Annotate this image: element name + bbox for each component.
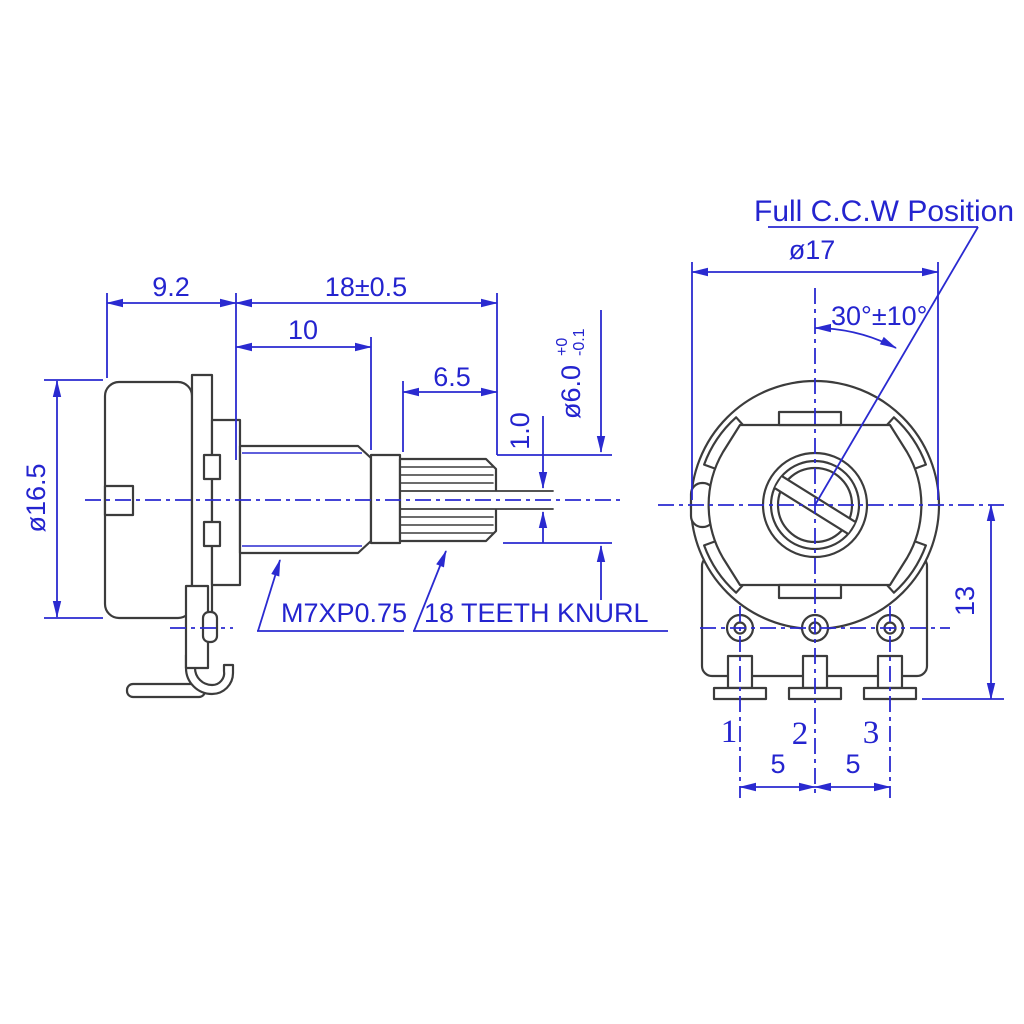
hub-step-lower xyxy=(202,520,222,548)
cover-tab-bottom xyxy=(777,583,843,600)
label-shaft-dia: ø6.0 xyxy=(556,365,586,419)
terminal-lug-side xyxy=(201,610,219,644)
label-shaft-tol-plus: +0 xyxy=(554,338,571,356)
side-view-outline xyxy=(103,373,554,699)
label-shaft-tol-minus: -0.1 xyxy=(571,328,588,356)
label-terminal-height-group: 13 xyxy=(950,586,980,616)
label-ccw-position: Full C.C.W Position xyxy=(754,195,1014,228)
ccw-leader xyxy=(814,226,979,506)
label-pin-1: 1 xyxy=(721,714,738,750)
label-knurl-spec: 18 TEETH KNURL xyxy=(424,598,649,628)
label-rotation-angle: 30°±10° xyxy=(831,301,927,331)
angle-dim-arc xyxy=(814,323,897,349)
label-bushing-length: 10 xyxy=(288,315,318,345)
label-pitch-right: 5 xyxy=(845,749,860,779)
thread-crest-lines xyxy=(242,452,362,547)
label-shaft-length: 18±0.5 xyxy=(325,272,407,302)
centerlines xyxy=(85,288,1005,798)
label-body-dia: ø16.5 xyxy=(21,463,51,532)
label-pitch-left: 5 xyxy=(770,749,785,779)
label-terminal-height: 13 xyxy=(950,586,980,616)
knurl-teeth-lines xyxy=(400,466,494,534)
label-shaft-dia-group: ø6.0 +0 -0.1 xyxy=(554,328,588,419)
dimension-labels: 9.2 18±0.5 10 6.5 ø6.0 +0 -0.1 1.0 ø16.5… xyxy=(21,195,1014,779)
cover-tab-top xyxy=(777,410,843,427)
label-knurl-length: 6.5 xyxy=(433,362,471,392)
label-thread-spec: M7XP0.75 xyxy=(281,598,407,628)
dimension-lines xyxy=(44,226,1005,798)
label-body-dia-group: ø16.5 xyxy=(21,463,51,532)
hub-step-upper xyxy=(202,453,222,481)
shaft-plain-section xyxy=(369,453,402,545)
label-slot-width-group: 1.0 xyxy=(505,412,535,450)
knurl-leader xyxy=(413,550,447,632)
bracket-hook xyxy=(184,653,235,696)
label-face-dia: ø17 xyxy=(789,235,836,265)
thread-leader xyxy=(257,559,281,632)
label-slot-width: 1.0 xyxy=(505,412,535,450)
label-pin-3: 3 xyxy=(863,715,880,751)
label-pin-2: 2 xyxy=(792,716,809,752)
label-body-depth: 9.2 xyxy=(152,272,190,302)
shaft-slot-edges xyxy=(399,490,554,510)
